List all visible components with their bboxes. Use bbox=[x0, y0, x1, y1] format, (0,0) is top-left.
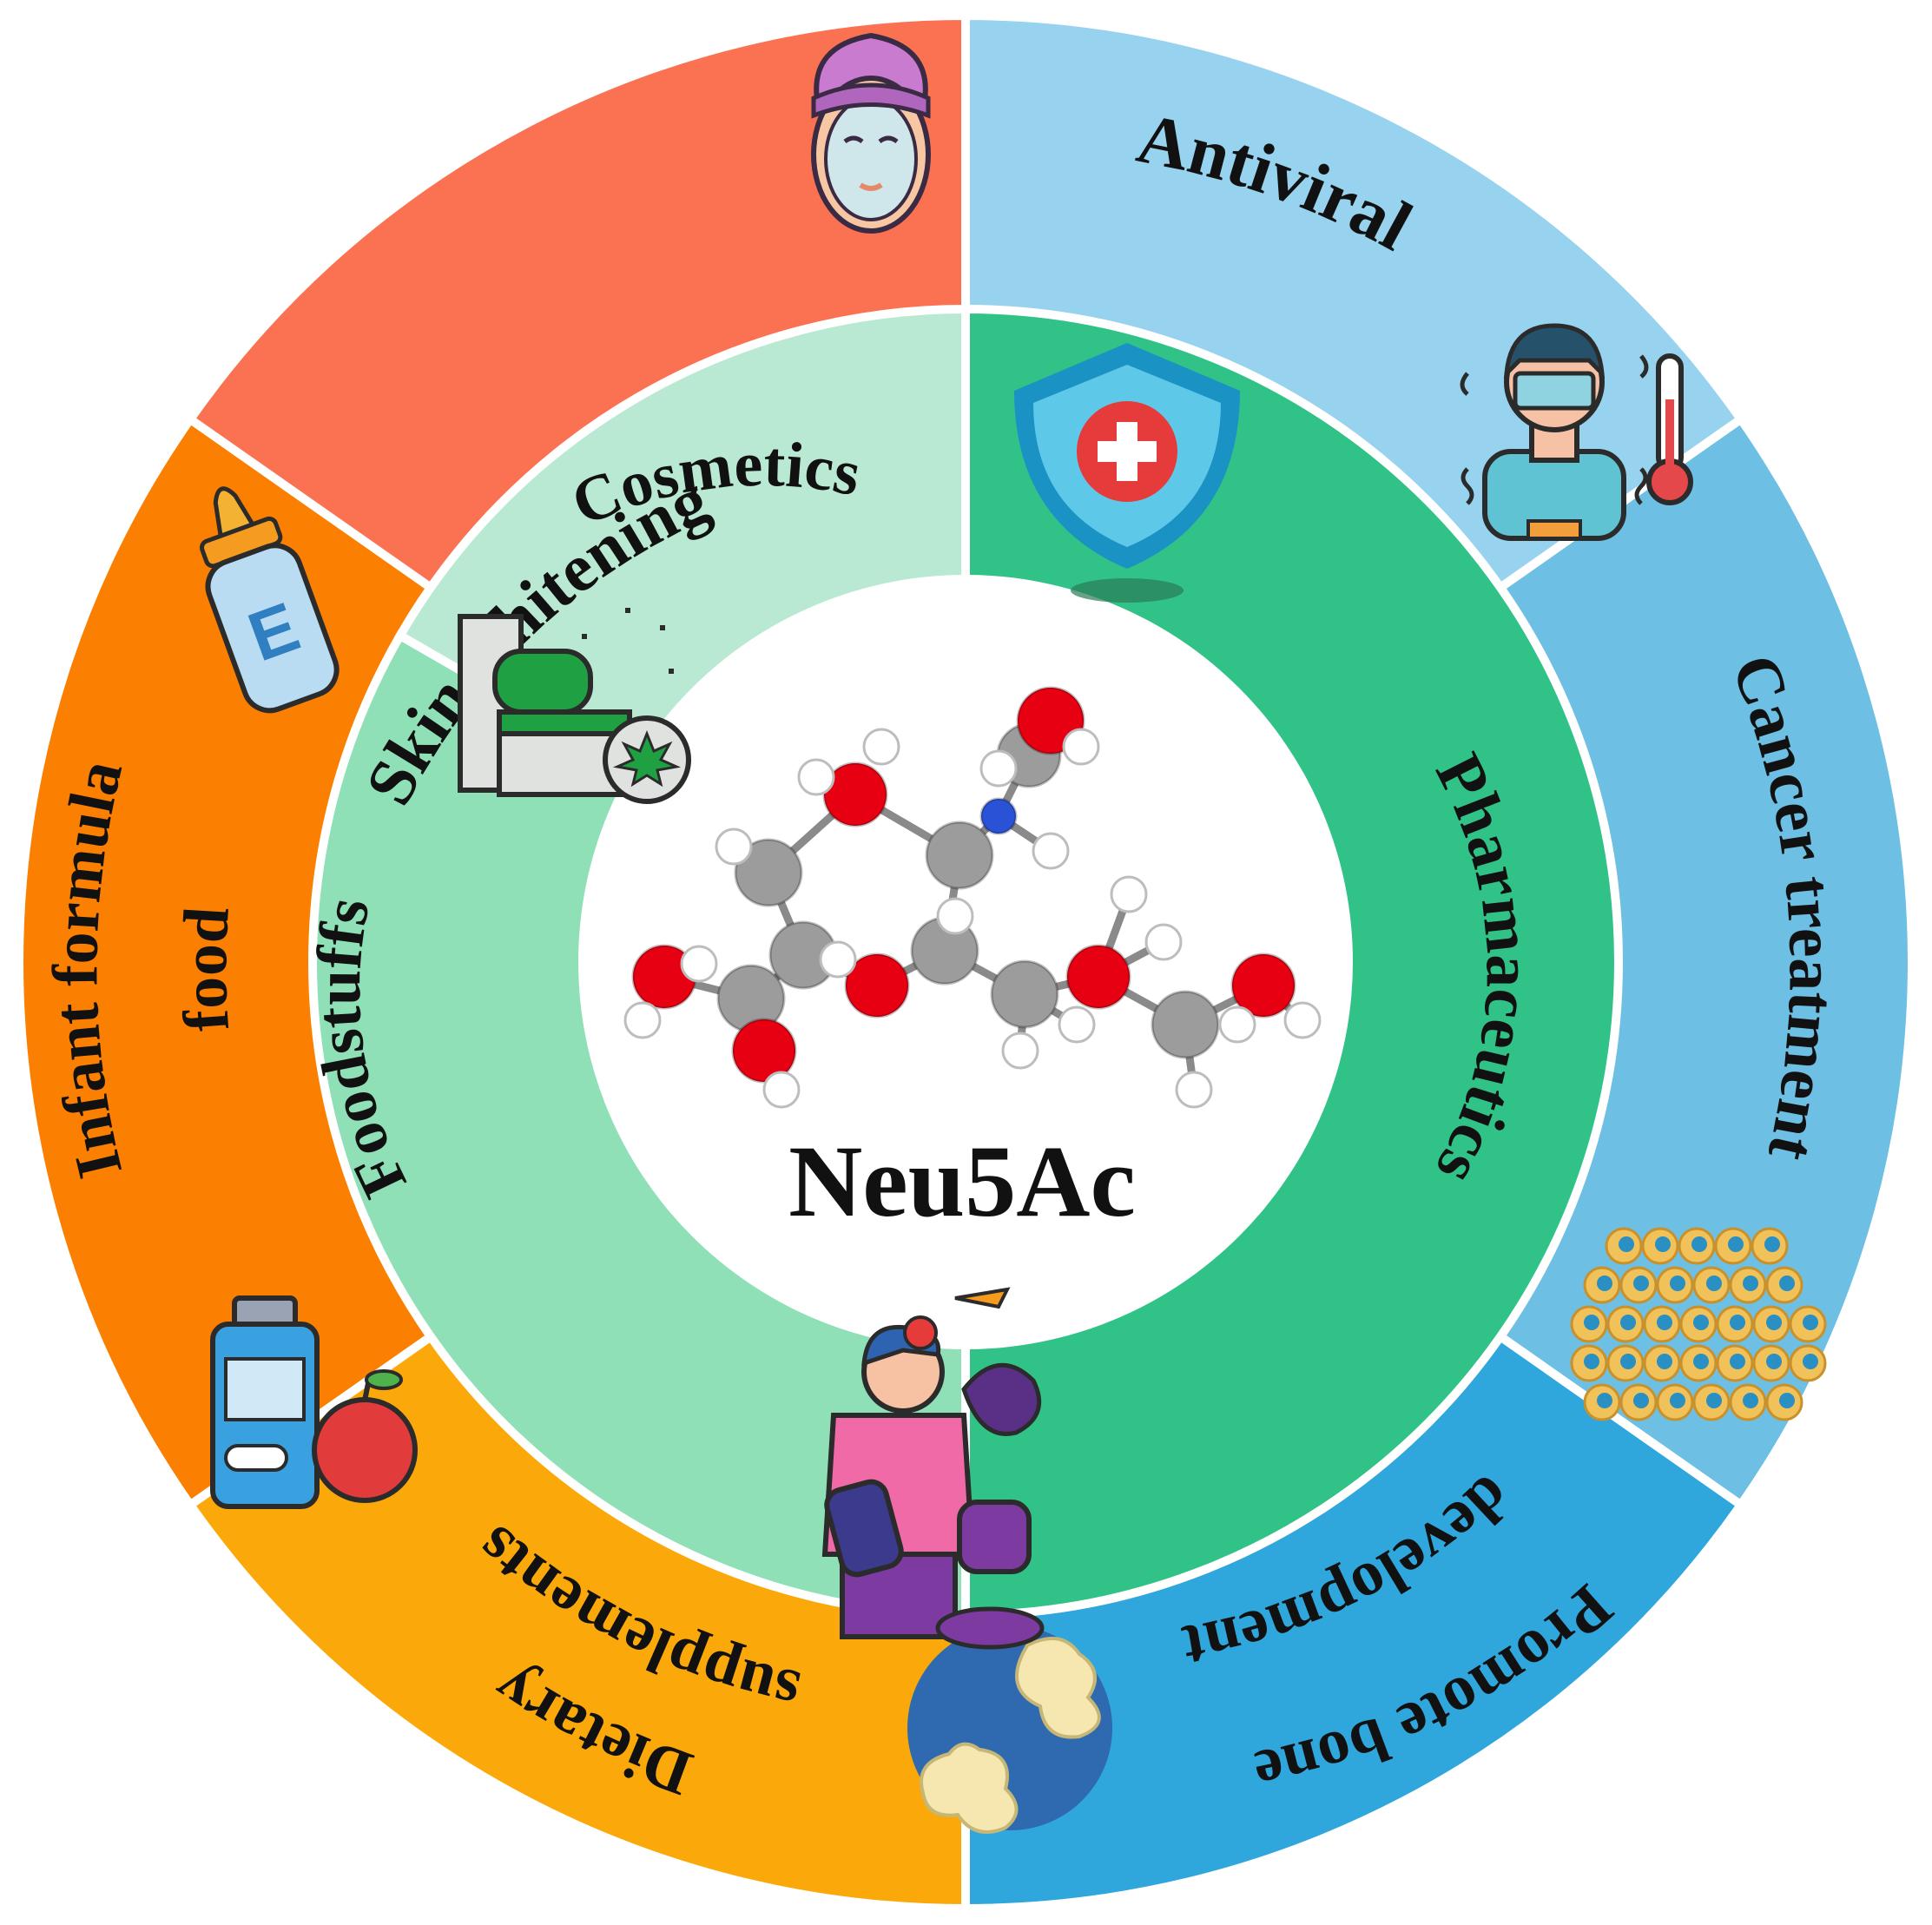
molecule-atom-H bbox=[1175, 1071, 1213, 1109]
cell-nucleus bbox=[1619, 1236, 1634, 1252]
baby-bottle-icon: E bbox=[200, 486, 340, 714]
molecule-atom-O bbox=[731, 1018, 797, 1084]
cell-nucleus bbox=[1597, 1393, 1612, 1408]
molecule-atom-H bbox=[1001, 1032, 1039, 1070]
cell-nucleus bbox=[1728, 1236, 1744, 1252]
infant-label-line2: food bbox=[169, 905, 243, 1033]
molecule-atom-H bbox=[762, 1071, 801, 1109]
cell-cluster-icon bbox=[1570, 1227, 1827, 1421]
cell-nucleus bbox=[1693, 1354, 1709, 1369]
cell-nucleus bbox=[1670, 1393, 1685, 1408]
cell-nucleus bbox=[1706, 1393, 1722, 1408]
cell-nucleus bbox=[1706, 1276, 1722, 1291]
molecule-atom-H bbox=[819, 940, 857, 979]
cell-nucleus bbox=[1766, 1315, 1782, 1330]
cell-nucleus bbox=[1743, 1276, 1758, 1291]
molecule-atom-H bbox=[862, 728, 900, 766]
molecule-atom-C bbox=[990, 959, 1059, 1029]
molecule-atom-O bbox=[1065, 944, 1131, 1010]
cell-nucleus bbox=[1584, 1354, 1599, 1369]
bone-joint-icon bbox=[907, 1625, 1112, 1834]
molecule-atom-O bbox=[1230, 953, 1296, 1019]
cell-nucleus bbox=[1584, 1315, 1599, 1330]
cell-nucleus bbox=[1670, 1276, 1685, 1291]
molecule-atom-H bbox=[1283, 1001, 1322, 1039]
face-mask-icon bbox=[811, 32, 931, 234]
cell-nucleus bbox=[1597, 1276, 1612, 1291]
cell-nucleus bbox=[1655, 1236, 1671, 1252]
cell-nucleus bbox=[1691, 1236, 1707, 1252]
center-title: Neu5Ac bbox=[788, 1124, 1136, 1238]
molecule-atom-C bbox=[925, 821, 994, 890]
molecule-atom-H bbox=[1110, 875, 1148, 913]
molecule-atom-H bbox=[1032, 832, 1070, 870]
sick-person-thermometer-icon bbox=[1460, 323, 1693, 541]
cell-nucleus bbox=[1633, 1276, 1649, 1291]
cell-nucleus bbox=[1779, 1393, 1795, 1408]
cell-nucleus bbox=[1743, 1393, 1758, 1408]
molecule-atom-N bbox=[979, 797, 1018, 835]
cell-nucleus bbox=[1620, 1315, 1636, 1330]
cell-nucleus bbox=[1766, 1354, 1782, 1369]
cell-nucleus bbox=[1730, 1354, 1745, 1369]
molecule-atom-O bbox=[844, 953, 910, 1019]
person-eating-food-icon bbox=[821, 1287, 1045, 1650]
cell-nucleus bbox=[1657, 1354, 1672, 1369]
molecule-atom-H bbox=[715, 827, 753, 866]
cell-nucleus bbox=[1633, 1393, 1649, 1408]
cell-nucleus bbox=[1620, 1354, 1636, 1369]
molecule-atom-H bbox=[1218, 1005, 1256, 1044]
cell-nucleus bbox=[1657, 1315, 1672, 1330]
molecule-atom-H bbox=[979, 749, 1018, 788]
molecule-atom-C bbox=[734, 838, 803, 907]
cell-nucleus bbox=[1730, 1315, 1745, 1330]
molecule-atom-H bbox=[936, 897, 974, 935]
molecule-atom-H bbox=[680, 945, 718, 983]
molecule-atom-C bbox=[1151, 990, 1220, 1059]
cell-nucleus bbox=[1693, 1315, 1709, 1330]
cell-nucleus bbox=[1803, 1315, 1818, 1330]
supplement-bottle-apple-icon bbox=[210, 1295, 418, 1509]
molecule-atom-H bbox=[1058, 1005, 1096, 1044]
cosmetic-cream-jar-icon bbox=[458, 608, 691, 804]
molecule-atom-O bbox=[822, 761, 888, 827]
cell-nucleus bbox=[1803, 1354, 1818, 1369]
molecule-atom-H bbox=[1144, 923, 1183, 961]
cell-nucleus bbox=[1779, 1276, 1795, 1291]
cell-nucleus bbox=[1764, 1236, 1780, 1252]
molecule-atom-H bbox=[797, 758, 835, 796]
molecule-atom-H bbox=[1062, 728, 1100, 766]
neu5ac-ball-and-stick-molecule bbox=[623, 686, 1322, 1109]
medical-shield-icon bbox=[1014, 343, 1240, 603]
molecule-atom-H bbox=[623, 1001, 662, 1039]
